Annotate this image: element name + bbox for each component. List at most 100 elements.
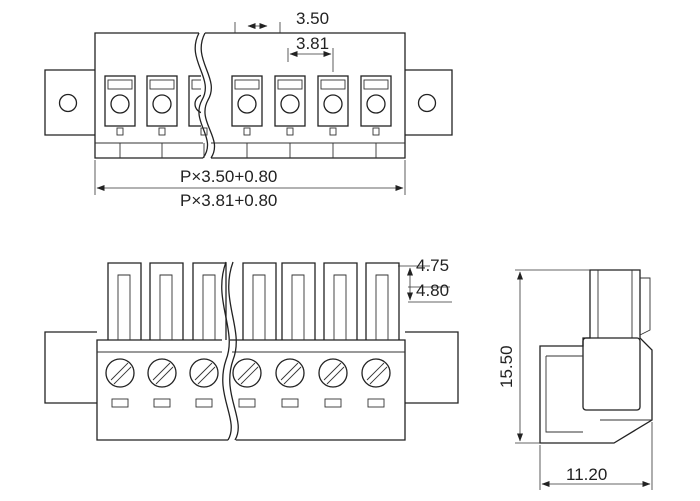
latch-fin-outline (149, 262, 184, 340)
test-port (324, 398, 342, 408)
latch-fins (107, 262, 400, 340)
screw-terminal (318, 358, 348, 408)
latch-fin-slot (159, 274, 173, 340)
screw-head (232, 358, 262, 388)
test-port (281, 398, 299, 408)
top-view: 3.50 3.81 P×3.50+0.80 P×3.81+0.80 (44, 9, 453, 210)
screw-slot (152, 362, 171, 381)
wire-entry (317, 75, 349, 127)
wire-entry-frame (231, 75, 263, 127)
top-body-outline-right (205, 32, 406, 159)
front-left-flange (44, 331, 97, 404)
wire-entry-hole (110, 94, 130, 114)
front-break-line (221, 261, 232, 441)
pin-marks-top (116, 127, 380, 158)
top-break-line (194, 32, 209, 159)
screw-slot (280, 362, 299, 381)
screw-slot (366, 362, 385, 381)
latch-fin-slot (375, 274, 389, 340)
pin-mark (200, 127, 208, 136)
screw-terminals (105, 358, 391, 408)
screw-terminal (105, 358, 135, 408)
top-body-outline-left (94, 32, 203, 159)
wire-entry-hole (323, 94, 343, 114)
screw-slot (369, 366, 388, 385)
latch-fin-outline (281, 262, 316, 340)
side-wire-entry (545, 355, 652, 433)
wire-entry-top (107, 79, 133, 90)
wire-entry (104, 75, 136, 127)
latch-fin (107, 262, 142, 340)
wire-entry-top (191, 79, 201, 90)
test-port (367, 398, 385, 408)
side-latch (597, 270, 651, 338)
wire-entry-frame (274, 75, 306, 127)
latch-fin-slot (117, 274, 131, 340)
side-view: 15.50 11.20 (497, 269, 653, 490)
screw-terminal (147, 358, 177, 408)
side-screw-housing (582, 337, 641, 411)
wire-entry-hole (194, 94, 201, 114)
screw-terminal (275, 358, 305, 408)
screw-head (361, 358, 391, 388)
screw-head (147, 358, 177, 388)
screw-slot (283, 366, 302, 385)
left-mount-hole (58, 93, 78, 113)
pin-mark (372, 127, 380, 136)
length-formula-a: P×3.50+0.80 (180, 167, 277, 186)
latch-fin-outline (323, 262, 358, 340)
screw-slot (240, 366, 259, 385)
left-mount-flange (44, 69, 95, 136)
wire-entry-hole (237, 94, 257, 114)
screw-head (275, 358, 305, 388)
screw-slot (194, 362, 213, 381)
screw-terminal (361, 358, 391, 408)
latch-fin-slot (202, 274, 216, 340)
latch-fin (281, 262, 316, 340)
side-height-label: 15.50 (497, 345, 516, 388)
wire-entry-top (320, 79, 346, 90)
latch-fin-outline (365, 262, 400, 340)
wire-entry-frame (317, 75, 349, 127)
test-port (195, 398, 213, 408)
pin-mark (116, 127, 124, 136)
wire-entry-hole (152, 94, 172, 114)
screw-terminal (232, 358, 262, 408)
length-formula-b: P×3.81+0.80 (180, 191, 277, 210)
pitch-b-label: 3.81 (296, 34, 329, 53)
pin-mark (158, 127, 166, 136)
latch-fin-outline (242, 262, 277, 340)
wire-entry-frame (188, 75, 201, 127)
screw-head (318, 358, 348, 388)
pitch-a-label: 3.50 (296, 9, 329, 28)
screw-head (105, 358, 135, 388)
wire-entry (274, 75, 306, 127)
latch-fin-outline (107, 262, 142, 340)
wire-entry-frame (146, 75, 178, 127)
side-width-label: 11.20 (566, 465, 607, 484)
right-mount-flange (405, 69, 453, 136)
pin-mark (243, 127, 251, 136)
wire-entry-top (363, 79, 389, 90)
latch-fin (323, 262, 358, 340)
wire-entry-hole (366, 94, 386, 114)
front-body-right (230, 339, 406, 441)
latch-fin (192, 262, 227, 340)
wire-entry-top (234, 79, 260, 90)
screw-head (189, 358, 219, 388)
front-right-flange (405, 331, 459, 404)
screw-slot (237, 362, 256, 381)
screw-slot (110, 362, 129, 381)
height-b-label: 4.80 (416, 281, 449, 300)
screw-slot (197, 366, 216, 385)
screw-terminal (189, 358, 219, 408)
pin-mark (329, 127, 337, 136)
pin-mark (286, 127, 294, 136)
screw-slot (326, 366, 345, 385)
side-outline (539, 269, 653, 444)
latch-fin-outline (192, 262, 227, 340)
front-view: 4.75 4.80 (44, 256, 459, 441)
top-break-line-2 (200, 32, 216, 159)
